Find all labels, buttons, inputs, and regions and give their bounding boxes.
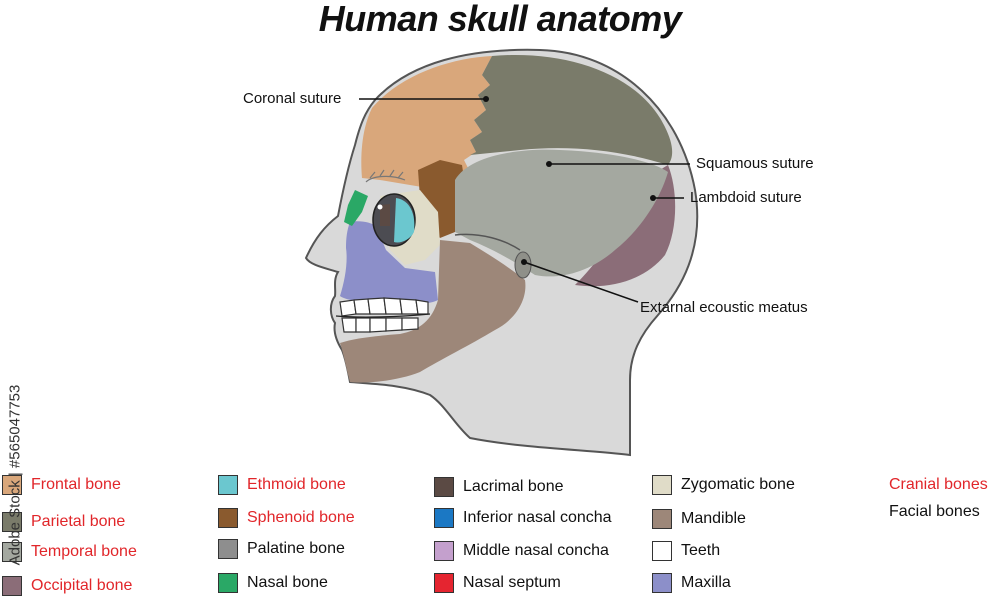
legend-item-mandible: Mandible (652, 507, 746, 531)
legend-label: Nasal septum (463, 574, 561, 591)
legend-item-occipital-bone: Occipital bone (2, 574, 132, 598)
lambdoid-suture-label: Lambdoid suture (690, 189, 802, 206)
legend-item-inferior-nasal-concha: Inferior nasal concha (434, 506, 612, 530)
mandible-swatch (652, 509, 672, 529)
frontal-bone-swatch (2, 475, 22, 495)
legend-label: Maxilla (681, 574, 731, 591)
legend-item-teeth: Teeth (652, 539, 720, 563)
coronal-suture-label: Coronal suture (243, 90, 342, 107)
legend-label: Nasal bone (247, 574, 328, 591)
parietal-bone-region (470, 54, 673, 165)
frontal-bone-region (361, 56, 492, 190)
inferior-nasal-concha-swatch (434, 508, 454, 528)
teeth-swatch (652, 541, 672, 561)
callout-lines (359, 98, 690, 303)
maxilla-region (340, 221, 438, 305)
diagram-title: Human skull anatomy (318, 0, 682, 39)
lacrimal-bone-region (380, 204, 390, 226)
nasal-bone-region (344, 190, 368, 226)
eyebrow-texture (365, 169, 406, 183)
legend-item-sphenoid-bone: Sphenoid bone (218, 506, 355, 530)
lacrimal-bone-swatch (434, 477, 454, 497)
external-acoustic-meatus-label: Extarnal ecoustic meatus (640, 299, 808, 316)
orbit-highlight (377, 204, 383, 210)
legend-item-frontal-bone: Frontal bone (2, 473, 121, 497)
legend-label: Lacrimal bone (463, 478, 564, 495)
occipital-bone-swatch (2, 576, 22, 596)
legend-label: Inferior nasal concha (463, 509, 612, 526)
legend-item-temporal-bone: Temporal bone (2, 540, 137, 564)
legend-label: Parietal bone (31, 513, 126, 530)
legend-label: Ethmoid bone (247, 476, 346, 493)
temporal-bone-swatch (2, 542, 22, 562)
middle-nasal-concha-swatch (434, 541, 454, 561)
squamous-suture-label: Squamous suture (696, 155, 814, 172)
legend-label: Mandible (681, 510, 746, 527)
watermark: Adobe Stock | #565047753 (4, 360, 26, 590)
nasal-bone-swatch (218, 573, 238, 593)
zygomatic-arch-line (454, 233, 521, 251)
legend-item-nasal-bone: Nasal bone (218, 571, 328, 595)
legend-label: Sphenoid bone (247, 509, 355, 526)
mandible-region (340, 240, 526, 383)
legend-item-zygomatic-bone: Zygomatic bone (652, 473, 795, 497)
ethmoid-bone-region (394, 198, 415, 243)
ethmoid-bone-swatch (218, 475, 238, 495)
zygomatic-bone-swatch (652, 475, 672, 495)
legend-item-maxilla: Maxilla (652, 571, 731, 595)
palatine-bone-swatch (218, 539, 238, 559)
legend-item-parietal-bone: Parietal bone (2, 510, 125, 534)
parietal-bone-swatch (2, 512, 22, 532)
teeth-group (339, 297, 429, 333)
callout-dots (483, 96, 656, 265)
legend-item-palatine-bone: Palatine bone (218, 537, 345, 561)
cranial-bones-key: Cranial bones (889, 476, 988, 493)
legend-label: Middle nasal concha (463, 542, 609, 559)
legend-item-lacrimal-bone: Lacrimal bone (434, 475, 564, 499)
maxilla-swatch (652, 573, 672, 593)
legend-label: Frontal bone (31, 476, 121, 493)
nasal-septum-swatch (434, 573, 454, 593)
watermark-text: Adobe Stock | #565047753 (6, 384, 24, 566)
legend-item-nasal-septum: Nasal septum (434, 571, 561, 595)
legend-item-middle-nasal-concha: Middle nasal concha (434, 539, 609, 563)
legend-label: Teeth (681, 542, 721, 559)
ear-meatus (514, 251, 532, 279)
mouth-line (335, 313, 431, 318)
sphenoid-bone-swatch (218, 508, 238, 528)
legend-label: Zygomatic bone (681, 476, 795, 493)
legend-label: Occipital bone (31, 577, 133, 594)
facial-bones-key: Facial bones (889, 503, 980, 520)
legend-item-ethmoid-bone: Ethmoid bone (218, 473, 346, 497)
temporal-bone-region (455, 149, 668, 277)
legend-label: Temporal bone (31, 543, 137, 560)
legend-label: Palatine bone (247, 540, 345, 557)
